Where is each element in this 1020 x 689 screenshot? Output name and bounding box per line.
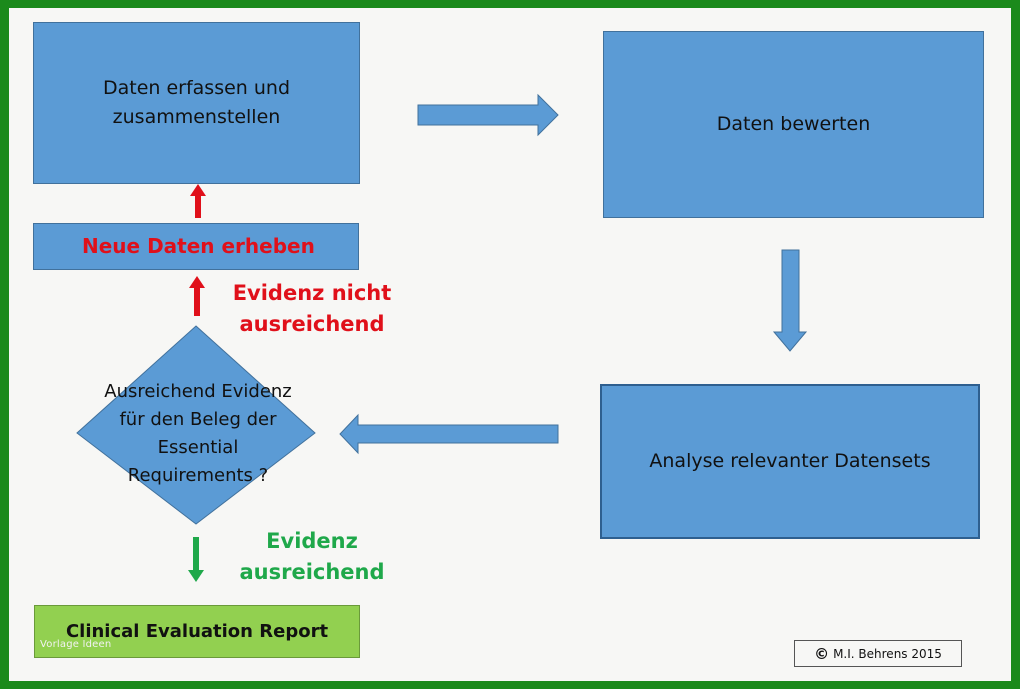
- not-sufficient-line1: Evidenz nicht: [232, 281, 392, 305]
- arrow-down-icon: [772, 249, 808, 352]
- arrow-left-icon: [339, 413, 559, 455]
- decision-line3: Essential: [157, 437, 239, 458]
- evaluate-data-label: Daten bewerten: [716, 113, 871, 135]
- copyright-icon: ©: [814, 644, 830, 663]
- red-arrow-up-icon: [189, 276, 205, 316]
- new-data-box: Neue Daten erheben: [33, 223, 359, 270]
- red-arrow-up-icon: [190, 184, 206, 218]
- copyright-box: © M.I. Behrens 2015: [794, 640, 962, 667]
- collect-data-box: Daten erfassen und zusammenstellen: [33, 22, 360, 184]
- arrow-right-icon: [417, 93, 559, 137]
- evidence-not-sufficient-label: Evidenz nicht ausreichend: [222, 278, 402, 340]
- analysis-box: Analyse relevanter Datensets: [600, 384, 980, 539]
- clinical-evaluation-report-box: Clinical Evaluation Report: [34, 605, 360, 658]
- copyright-text: M.I. Behrens 2015: [833, 646, 942, 661]
- collect-data-line2: zusammenstellen: [112, 106, 281, 128]
- not-sufficient-line2: ausreichend: [239, 312, 385, 336]
- collect-data-line1: Daten erfassen und: [102, 77, 291, 99]
- new-data-label: Neue Daten erheben: [82, 234, 315, 258]
- watermark-text: Vorlage Ideen: [40, 639, 112, 650]
- decision-line1: Ausreichend Evidenz: [104, 381, 292, 402]
- analysis-label: Analyse relevanter Datensets: [649, 450, 931, 472]
- decision-diamond: [76, 325, 316, 525]
- decision-line4: Requirements ?: [127, 465, 269, 486]
- evaluate-data-box: Daten bewerten: [603, 31, 984, 218]
- decision-text: Ausreichend Evidenz für den Beleg der Es…: [86, 378, 310, 490]
- report-label: Clinical Evaluation Report: [65, 621, 329, 642]
- sufficient-line1: Evidenz: [266, 529, 358, 553]
- evidence-sufficient-label: Evidenz ausreichend: [222, 526, 402, 588]
- sufficient-line2: ausreichend: [239, 560, 385, 584]
- green-arrow-down-icon: [188, 537, 204, 582]
- decision-line2: für den Beleg der: [119, 409, 277, 430]
